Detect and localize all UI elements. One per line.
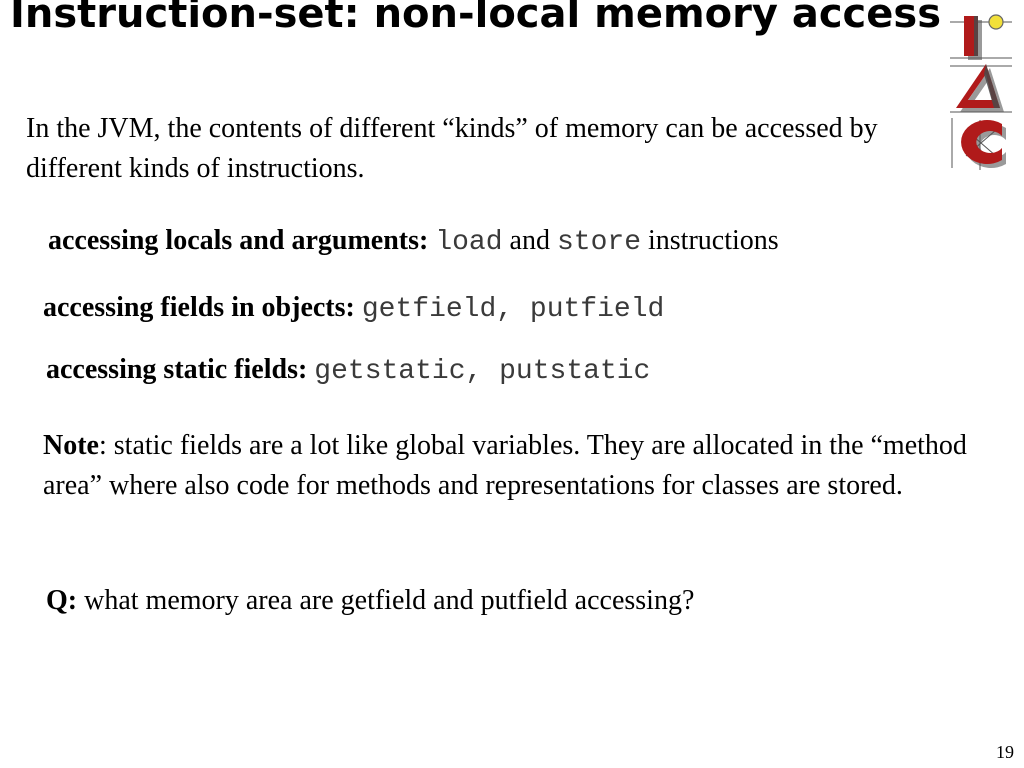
bullet-label: accessing fields in objects: [43,292,355,323]
slide-title: Instruction-set: non-local memory access [10,0,941,37]
bullet-object-fields: accessing fields in objects: getfield, p… [43,288,664,330]
bullet-label: accessing static fields: [46,354,308,385]
bullet-tail: instructions [641,225,779,256]
bullet-connector: and [502,225,557,256]
question-text: what memory area are getfield and putfie… [77,585,695,616]
iac-logo-icon [950,14,1012,170]
bullet-label: accessing locals and arguments: [48,225,429,256]
bullet-locals-arguments: accessing locals and arguments: load and… [48,221,779,263]
code-load: load [435,227,503,258]
code-getfield-putfield: getfield, putfield [361,294,665,325]
question-paragraph: Q: what memory area are getfield and put… [46,581,966,621]
code-getstatic-putstatic: getstatic, putstatic [314,356,651,387]
page-number: 19 [996,742,1014,762]
note-paragraph: Note: static fields are a lot like globa… [43,426,983,506]
intro-paragraph: In the JVM, the contents of different “k… [26,113,878,184]
bullet-static-fields: accessing static fields: getstatic, puts… [46,350,650,392]
question-label: Q: [46,585,78,616]
note-text: : static fields are a lot like global va… [43,430,967,501]
note-label: Note [43,430,99,461]
code-store: store [556,227,641,258]
